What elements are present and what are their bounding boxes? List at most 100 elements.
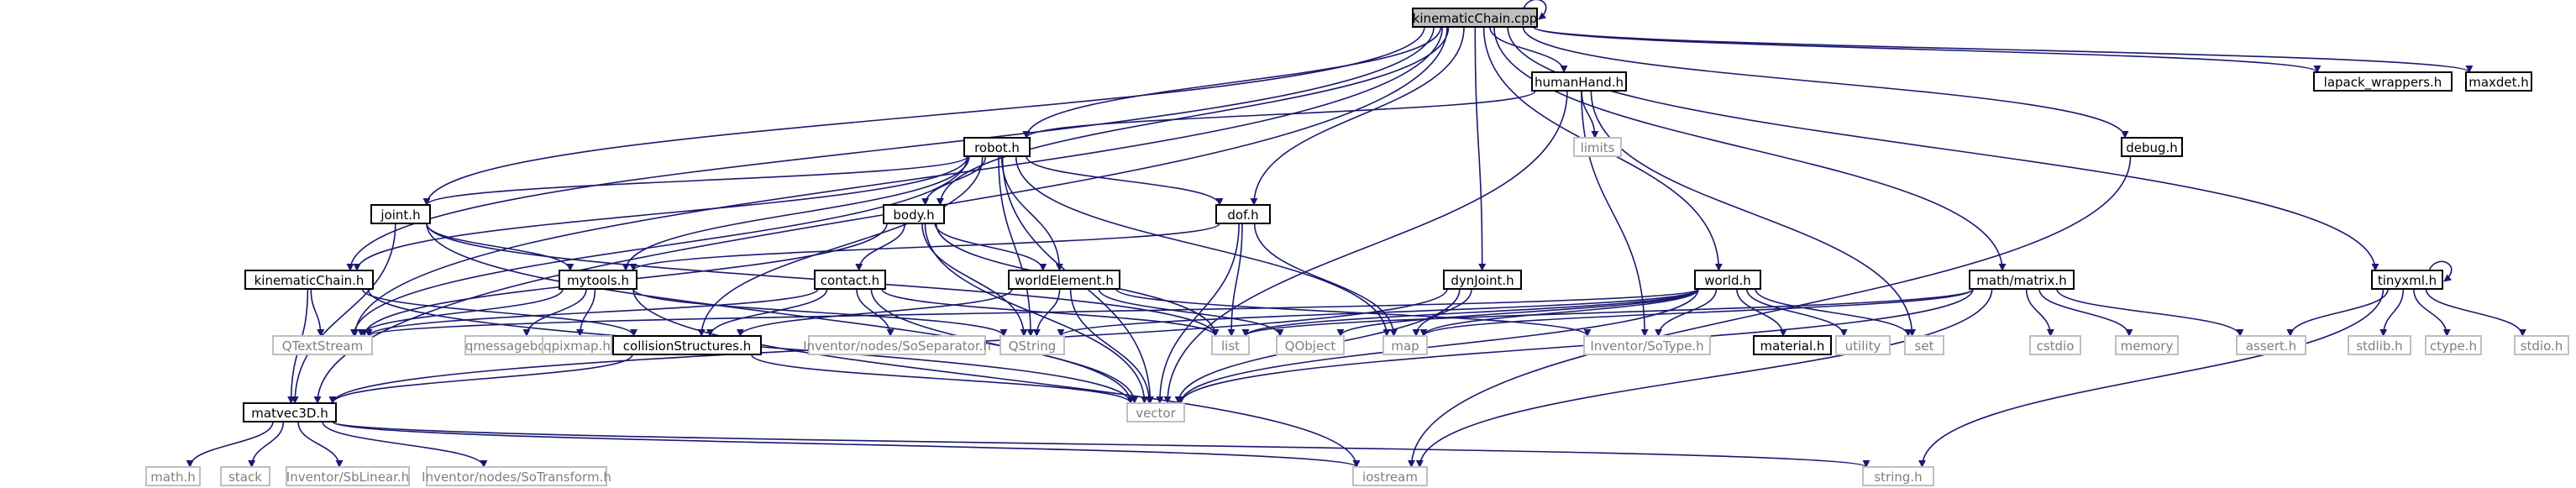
edge-kinematicChain_h-to-QTextStream — [310, 288, 325, 337]
label-vector: vector — [1136, 406, 1176, 421]
node-iostream: iostream — [1352, 466, 1428, 486]
node-limits: limits — [1573, 137, 1622, 157]
edge-world_h-to-map — [1419, 288, 1699, 337]
edge-kinematicChain_cpp-to-maxdet_h — [1533, 26, 2474, 73]
node-math-h: math.h — [145, 466, 201, 486]
edge-matrix_h-to-map — [1419, 288, 1974, 337]
label-mytools-h: mytools.h — [567, 273, 629, 288]
label-string-h: string.h — [1874, 470, 1922, 485]
node-kinematicchain-cpp[interactable]: kinematicChain.cpp — [1412, 8, 1538, 28]
label-stack: stack — [228, 470, 262, 485]
node-dynjoint-h[interactable]: dynJoint.h — [1443, 270, 1522, 290]
label-qstring: QString — [1009, 338, 1057, 354]
edge-robot_h-to-worldElement_h — [1000, 155, 1063, 271]
edge-world_h-to-QTextStream — [365, 288, 1699, 337]
node-matvec3d-h[interactable]: matvec3D.h — [243, 402, 337, 422]
edge-tinyxml_h-to-assert_h — [2286, 288, 2389, 337]
label-material-h: material.h — [1760, 338, 1825, 354]
edge-tinyxml_h-self — [2428, 260, 2453, 282]
edge-world_h-to-utility — [1745, 288, 1848, 337]
node-lapack-wrappers-h[interactable]: lapack_wrappers.h — [2313, 71, 2453, 92]
edge-world_h-to-QString — [1057, 288, 1699, 337]
node-material-h[interactable]: material.h — [1753, 335, 1832, 355]
edge-matrix_h-to-iostream — [1415, 288, 1993, 468]
node-body-h[interactable]: body.h — [883, 204, 945, 224]
edge-kinematicChain_cpp-to-lapack_wrappers_h — [1533, 26, 2322, 73]
edge-robot_h-to-QString — [998, 155, 1035, 337]
node-kinematicchain-h[interactable]: kinematicChain.h — [244, 270, 374, 290]
node-joint-h[interactable]: joint.h — [370, 204, 431, 224]
node-robot-h[interactable]: robot.h — [963, 137, 1031, 157]
edge-worldElement_h-to-vector — [1069, 288, 1153, 404]
label-matvec3d-h: matvec3D.h — [251, 406, 328, 421]
node-humanhand-h[interactable]: humanHand.h — [1531, 71, 1627, 92]
edge-world_h-to-QObject — [1336, 288, 1699, 337]
edge-matrix_h-to-memory — [2038, 288, 2133, 337]
edge-dof_h-to-mytools_h — [629, 223, 1220, 271]
label-set: set — [1915, 338, 1934, 354]
edge-kinematicChain_cpp-to-joint_h — [422, 26, 1425, 206]
node-soseparator-h: Inventor/nodes/SoSeparator.h — [803, 335, 991, 355]
edge-joint_h-to-matvec3D_h — [291, 223, 396, 404]
edge-dof_h-to-map — [1253, 223, 1398, 337]
node-utility: utility — [1835, 335, 1891, 355]
label-matrix-h: math/matrix.h — [1976, 273, 2066, 288]
node-worldelement-h[interactable]: worldElement.h — [1008, 270, 1120, 290]
label-kinematicchain-h: kinematicChain.h — [254, 273, 365, 288]
node-contact-h[interactable]: contact.h — [814, 270, 886, 290]
edge-matrix_h-to-assert_h — [2056, 288, 2244, 337]
label-qobject: QObject — [1285, 338, 1336, 354]
edge-matvec3D_h-to-SbLinear_h — [297, 421, 344, 468]
edge-tinyxml_h-to-string_h — [1918, 288, 2385, 468]
edge-kinematicChain_cpp-to-debug_h — [1522, 26, 2129, 139]
edge-dynJoint_h-to-map — [1412, 288, 1472, 337]
edge-kinematicChain_cpp-to-dof_h — [1250, 26, 1465, 206]
label-world-h: world.h — [1704, 273, 1751, 288]
node-cstdio: cstdio — [2029, 335, 2081, 355]
edge-robot_h-to-body_h — [921, 155, 987, 206]
node-map: map — [1382, 335, 1428, 355]
label-qpixmap-h: qpixmap.h — [543, 338, 611, 354]
node-matrix-h[interactable]: math/matrix.h — [1969, 270, 2075, 290]
edge-humanHand_h-to-robot_h — [1022, 90, 1536, 139]
edge-matvec3D_h-to-SoTransform_h — [322, 421, 488, 468]
node-stdio-h: stdio.h — [2514, 335, 2569, 355]
edge-robot_h-to-joint_h — [422, 155, 968, 206]
node-collisionstructures-h[interactable]: collisionStructures.h — [612, 335, 762, 355]
node-debug-h[interactable]: debug.h — [2121, 137, 2183, 157]
edge-kinematicChain_cpp-to-robot_h — [1022, 26, 1442, 139]
node-world-h[interactable]: world.h — [1694, 270, 1761, 290]
edge-worldElement_h-to-SoType_h — [1115, 288, 1592, 337]
edge-world_h-to-set — [1755, 288, 1912, 337]
edge-robot_h-to-QTextStream — [349, 155, 968, 337]
node-dof-h[interactable]: dof.h — [1215, 204, 1271, 224]
label-iostream: iostream — [1362, 470, 1418, 485]
edge-tinyxml_h-to-stdio_h — [2425, 288, 2526, 337]
label-stdlib-h: stdlib.h — [2356, 338, 2402, 354]
label-map: map — [1391, 338, 1419, 354]
label-dynjoint-h: dynJoint.h — [1451, 273, 1514, 288]
label-memory: memory — [2121, 338, 2174, 354]
edge-humanHand_h-to-set — [1590, 90, 1917, 337]
node-memory: memory — [2115, 335, 2179, 355]
label-soseparator-h: Inventor/nodes/SoSeparator.h — [803, 338, 991, 354]
edge-kinematicChain_cpp-to-matrix_h — [1493, 26, 2007, 271]
node-qtextstream: QTextStream — [272, 335, 373, 355]
node-ctype-h: ctype.h — [2425, 335, 2482, 355]
edge-robot_h-to-mytools_h — [622, 155, 970, 271]
edge-robot_h-to-map — [1015, 155, 1391, 337]
node-tinyxml-h[interactable]: tinyxml.h — [2371, 270, 2443, 290]
node-mytools-h[interactable]: mytools.h — [559, 270, 637, 290]
label-worldelement-h: worldElement.h — [1015, 273, 1114, 288]
label-contact-h: contact.h — [821, 273, 879, 288]
label-limits: limits — [1581, 140, 1615, 155]
edge-matrix_h-to-cstdio — [2025, 288, 2054, 337]
edge-kinematicChain_cpp-to-QTextStream — [351, 26, 1444, 337]
edge-matvec3D_h-to-iostream — [332, 421, 1361, 468]
node-maxdet-h[interactable]: maxdet.h — [2465, 71, 2532, 92]
edge-worldElement_h-to-QObject — [1098, 288, 1284, 337]
label-collisionstructures-h: collisionStructures.h — [623, 338, 751, 354]
node-sotransform-h: Inventor/nodes/SoTransform.h — [422, 466, 611, 486]
edge-humanHand_h-to-SoType_h — [1581, 90, 1649, 337]
